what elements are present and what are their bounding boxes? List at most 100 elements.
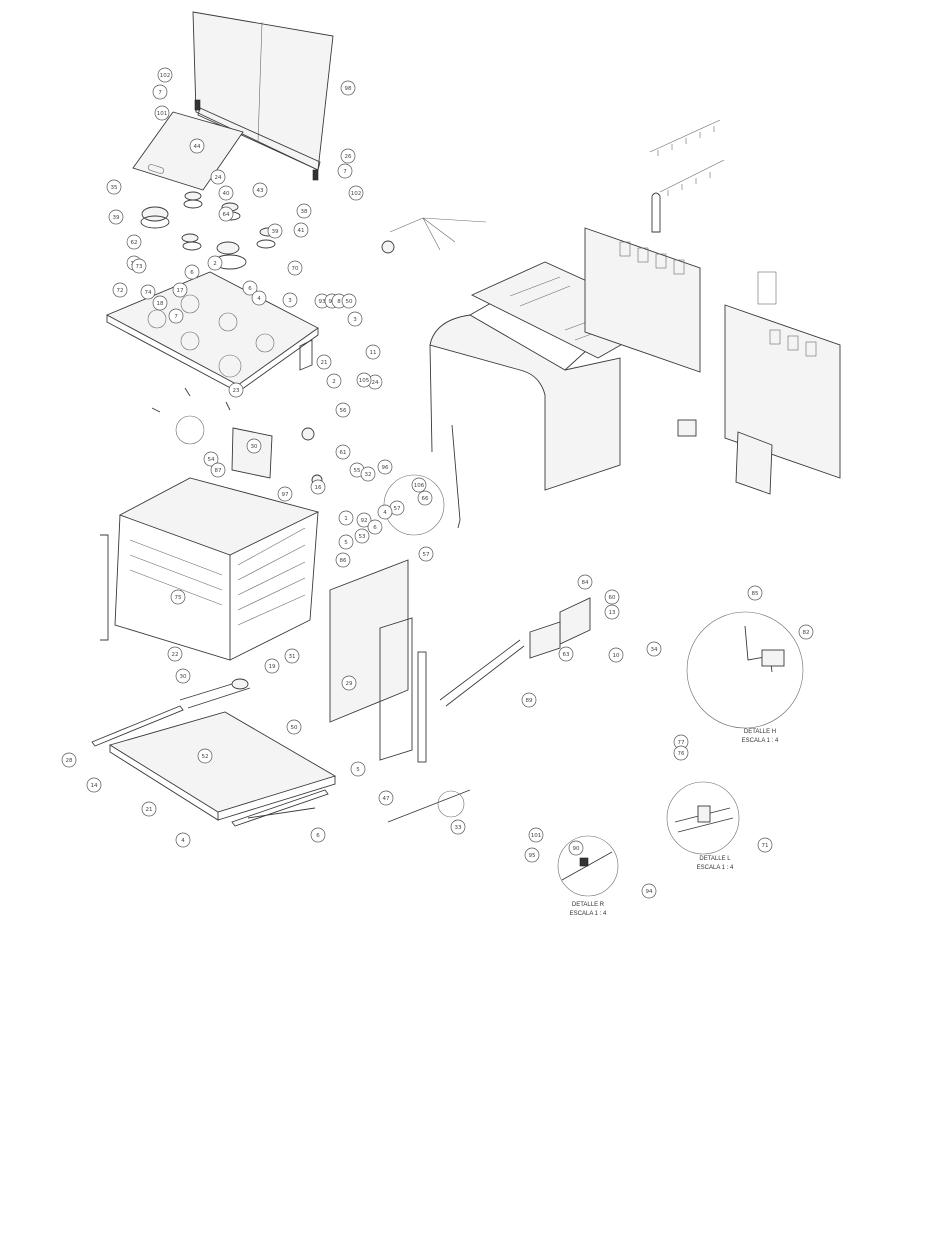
callout-37: 24	[367, 374, 383, 390]
callout-label: 4	[383, 510, 387, 516]
gas-tube	[451, 424, 461, 529]
callout-55: 4	[377, 504, 393, 520]
callout-bubble	[337, 163, 353, 179]
detail-r-caption-line-1: DETALLE R	[572, 902, 605, 908]
callout-label: 76	[678, 751, 685, 757]
callout-74: 50	[286, 719, 302, 735]
callout-bubble	[228, 382, 244, 398]
callout-label: 21	[321, 360, 328, 366]
callout-48: 30	[246, 438, 262, 454]
callout-bubble	[335, 552, 351, 568]
callout-bubble	[641, 883, 657, 899]
callout-label: 6	[248, 286, 252, 292]
callout-bubble	[112, 282, 128, 298]
callout-label: 64	[223, 212, 230, 218]
callout-bubble	[175, 832, 191, 848]
callout-label: 94	[646, 889, 653, 895]
callout-bubble	[577, 574, 593, 590]
callout-label: 3	[288, 298, 292, 304]
callout-bubble	[338, 510, 354, 526]
callout-85: 34	[646, 641, 662, 657]
callout-label: 6	[190, 270, 194, 276]
callout-71: 21	[141, 801, 157, 817]
terminal-block	[677, 419, 697, 437]
detail-r-caption-line-2: ESCALA 1 : 4	[570, 911, 607, 917]
detail-h-view	[686, 611, 804, 729]
callout-label: 2	[332, 379, 336, 385]
callout-bubble	[106, 179, 122, 195]
callout-66: 22	[167, 646, 183, 662]
callout-58: 53	[354, 528, 370, 544]
broiler-burner	[179, 678, 251, 709]
callout-52: 106	[411, 477, 427, 493]
callout-84: 63	[558, 646, 574, 662]
callout-91: 101	[528, 827, 544, 843]
callout-7: 24	[210, 169, 226, 185]
callout-label: 30	[251, 444, 258, 450]
callout-38: 2	[326, 373, 342, 389]
callout-bubble	[152, 84, 168, 100]
callout-86: 85	[747, 585, 763, 601]
callout-label: 60	[609, 595, 616, 601]
callout-label: 62	[131, 240, 138, 246]
callout-bubble	[757, 837, 773, 853]
wire-harness	[649, 119, 725, 196]
callout-11: 40	[218, 185, 234, 201]
callout-bubble	[246, 438, 262, 454]
callout-47: 16	[310, 479, 326, 495]
callout-label: 23	[233, 388, 240, 394]
callout-30: 3	[282, 292, 298, 308]
callout-bubble	[340, 80, 356, 96]
callout-label: 4	[181, 838, 185, 844]
callout-68: 19	[264, 658, 280, 674]
callout-93: 94	[641, 883, 657, 899]
callout-label: 35	[111, 185, 118, 191]
callout-bubble	[141, 801, 157, 817]
callout-label: 54	[208, 457, 215, 463]
callout-45: 97	[277, 486, 293, 502]
callout-label: 24	[372, 380, 379, 386]
burner-caps	[140, 191, 277, 270]
callout-label: 29	[346, 681, 353, 687]
callout-bubble	[207, 255, 223, 271]
callout-10: 39	[108, 209, 124, 225]
callout-label: 53	[359, 534, 366, 540]
drawer-assembly	[91, 705, 337, 827]
callout-bubble	[340, 148, 356, 164]
callout-24: 17	[172, 282, 188, 298]
callout-bubble	[365, 344, 381, 360]
callout-75: 6	[310, 827, 326, 843]
callout-12: 43	[252, 182, 268, 198]
callout-83: 10	[608, 647, 624, 663]
callout-bubble	[524, 847, 540, 863]
callout-77: 47	[378, 790, 394, 806]
callout-bubble	[251, 290, 267, 306]
callout-label: 93	[319, 299, 326, 305]
callout-bubble	[293, 222, 309, 238]
callout-87: 82	[798, 624, 814, 640]
callout-label: 75	[175, 595, 182, 601]
callout-label: 3	[353, 317, 357, 323]
callout-label: 30	[180, 674, 187, 680]
callout-bubble	[210, 462, 226, 478]
callout-36: 11	[365, 344, 381, 360]
callout-34: 50	[341, 293, 357, 309]
callout-label: 82	[803, 630, 810, 636]
callout-bubble	[267, 223, 283, 239]
callout-label: 50	[291, 725, 298, 731]
detail-h-caption-line-1: DETALLE H	[744, 729, 776, 735]
cooktop-bracket	[299, 339, 313, 371]
callout-label: 43	[257, 188, 264, 194]
cooktop-panel	[105, 271, 319, 393]
thermostat-wiring	[381, 217, 487, 254]
callout-bubble	[172, 282, 188, 298]
callout-bubble	[282, 292, 298, 308]
callout-bubble	[242, 280, 258, 296]
callout-label: 50	[346, 299, 353, 305]
callout-label: 101	[157, 111, 168, 117]
callout-label: 57	[394, 506, 401, 512]
callout-69: 28	[61, 752, 77, 768]
callout-bubble	[604, 604, 620, 620]
callout-label: 70	[292, 266, 299, 272]
callout-80: 84	[577, 574, 593, 590]
